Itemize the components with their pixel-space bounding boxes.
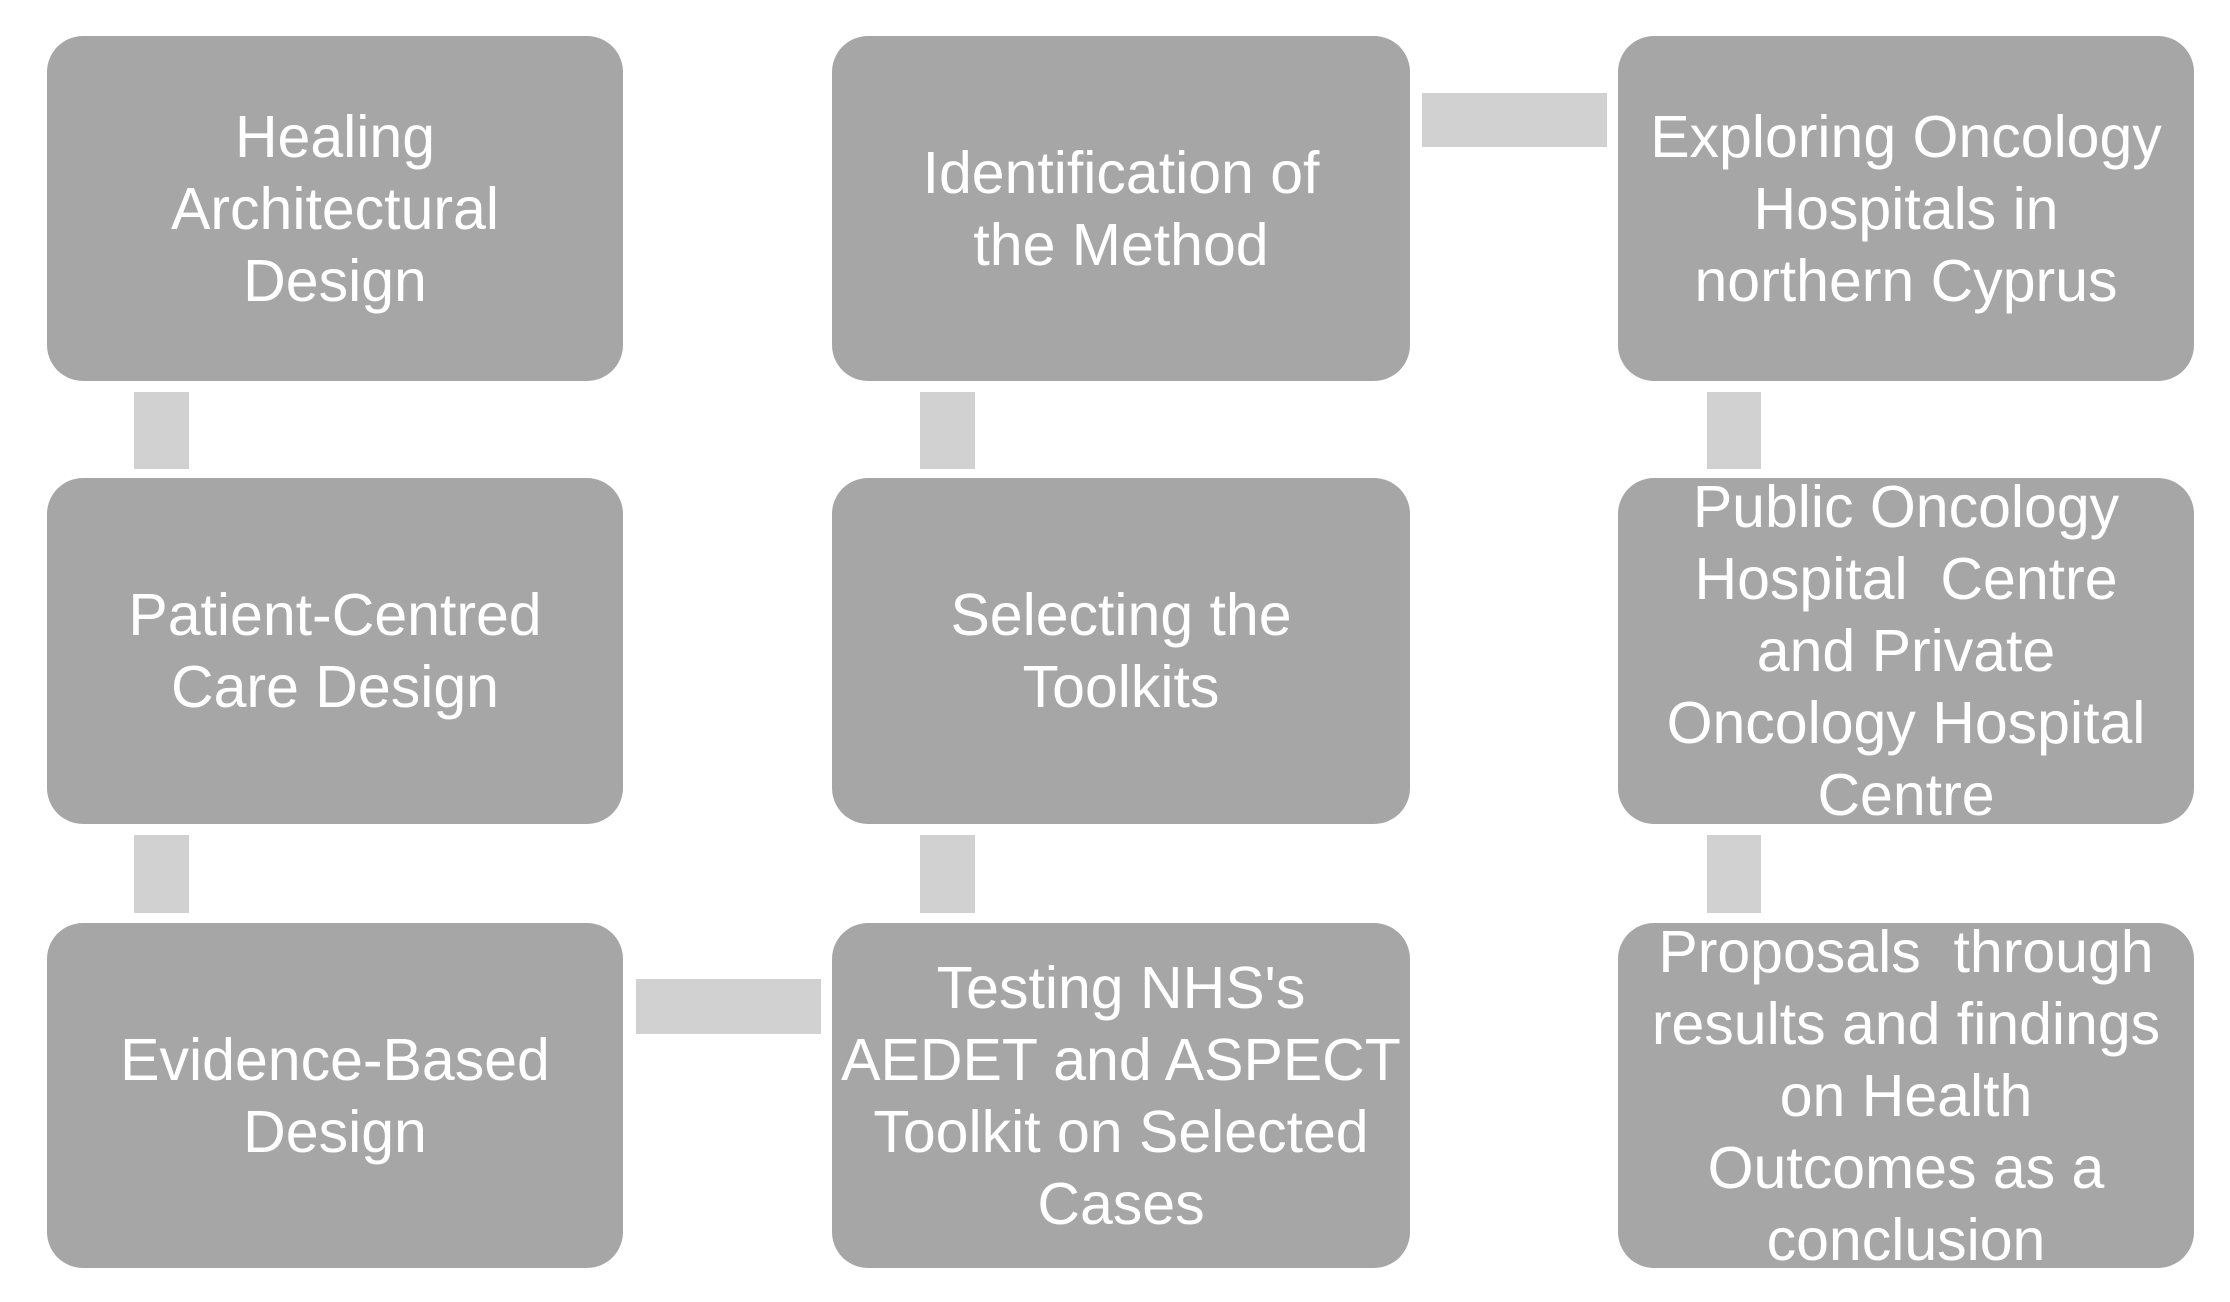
box-patient-centred-care-design: Patient-Centred Care Design xyxy=(47,478,623,824)
box-proposals-through-results: Proposals through results and findings o… xyxy=(1618,919,2194,1273)
box-label: Healing Architectural Design xyxy=(171,103,499,314)
box-label: Testing NHS's AEDET and ASPECT Toolkit o… xyxy=(841,954,1401,1237)
connector-identification-to-selecting xyxy=(920,392,975,469)
box-evidence-based-design: Evidence-Based Design xyxy=(47,923,623,1268)
box-label: Exploring Oncology Hospitals in northern… xyxy=(1650,103,2162,314)
box-label: Evidence-Based Design xyxy=(120,1026,550,1165)
box-selecting-the-toolkits: Selecting the Toolkits xyxy=(832,478,1410,824)
box-testing-nhs-aedet-aspect: Testing NHS's AEDET and ASPECT Toolkit o… xyxy=(832,923,1410,1268)
box-exploring-oncology-hospitals: Exploring Oncology Hospitals in northern… xyxy=(1618,36,2194,381)
box-label: Public Oncology Hospital Centre and Priv… xyxy=(1666,474,2146,828)
connector-selecting-to-testing xyxy=(920,835,975,913)
box-healing-architectural-design: Healing Architectural Design xyxy=(47,36,623,381)
box-label: Selecting the Toolkits xyxy=(950,582,1292,720)
connector-exploring-to-public xyxy=(1707,392,1761,469)
box-identification-of-the-method: Identification of the Method xyxy=(832,36,1410,381)
connector-evidence-to-testing xyxy=(636,979,821,1034)
connector-public-to-proposals xyxy=(1707,835,1761,913)
connector-healing-to-patient xyxy=(134,392,189,469)
connector-identification-to-exploring xyxy=(1422,93,1607,147)
box-label: Patient-Centred Care Design xyxy=(128,582,542,720)
box-label: Identification of the Method xyxy=(922,139,1320,278)
connector-patient-to-evidence xyxy=(134,835,189,913)
box-public-private-oncology-hospital-centre: Public Oncology Hospital Centre and Priv… xyxy=(1618,474,2194,828)
box-label: Proposals through results and findings o… xyxy=(1651,918,2161,1273)
